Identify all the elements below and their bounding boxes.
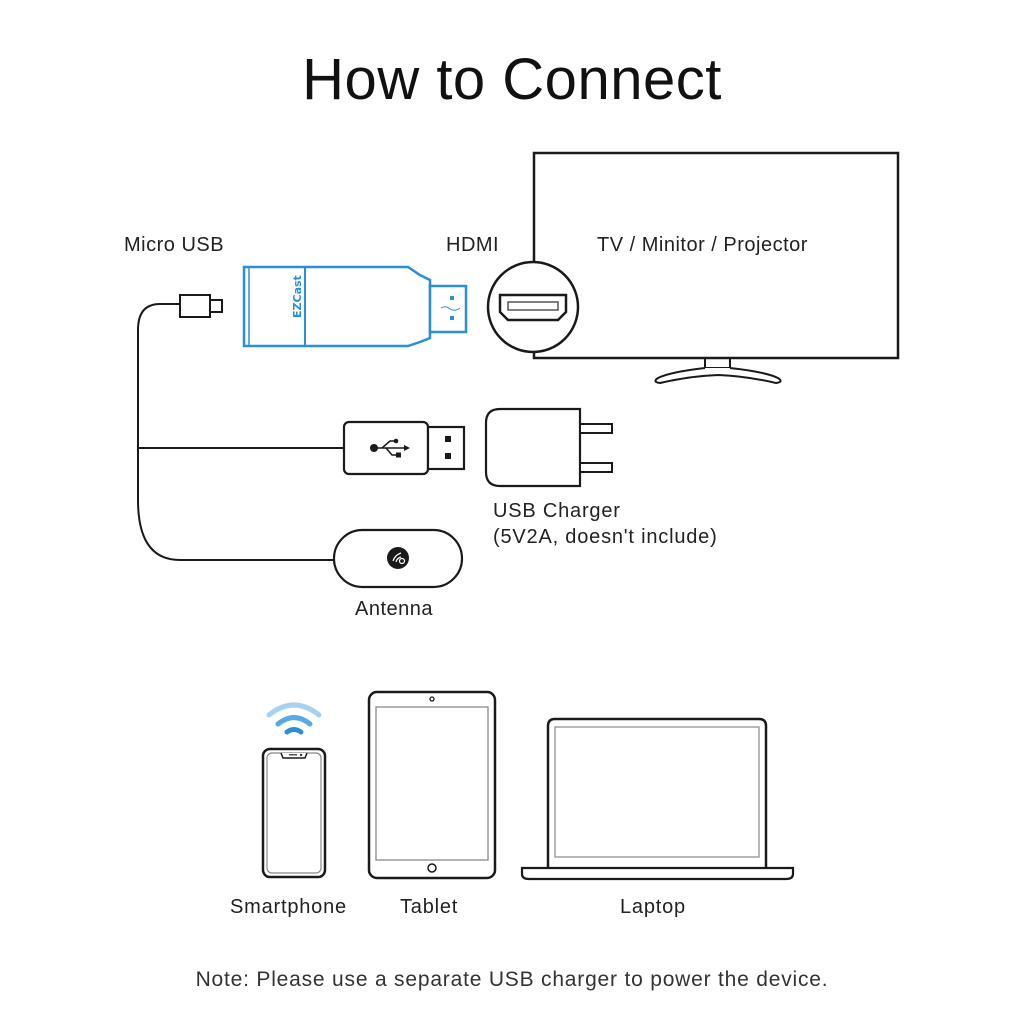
charger-label-line2: (5V2A, doesn't include)	[493, 526, 718, 548]
footer-note: Note: Please use a separate USB charger …	[195, 968, 829, 991]
smartphone-icon	[261, 747, 327, 879]
ezcast-dongle-icon: EZCast	[242, 265, 468, 348]
display-label: TV / Minitor / Projector	[597, 234, 808, 256]
micro-usb-label: Micro USB	[124, 234, 225, 256]
tablet-icon	[367, 690, 497, 880]
micro-usb-plug-icon	[179, 294, 211, 318]
page-title: How to Connect	[302, 47, 722, 112]
antenna-label: Antenna	[355, 598, 434, 620]
usb-symbol-icon	[370, 438, 410, 458]
tv-icon	[532, 151, 900, 385]
charger-label-line1: USB Charger	[493, 500, 621, 522]
laptop-label: Laptop	[620, 896, 686, 918]
wifi-icon	[266, 702, 322, 735]
usb-plug-icon	[342, 420, 466, 476]
usb-cable	[137, 294, 345, 561]
hdmi-port-icon	[486, 260, 580, 354]
tablet-label: Tablet	[400, 896, 459, 918]
usb-charger-icon	[484, 407, 613, 488]
antenna-icon	[332, 528, 464, 589]
hdmi-label: HDMI	[446, 234, 500, 256]
smartphone-label: Smartphone	[230, 896, 347, 918]
brand-label: EZCast	[291, 275, 304, 318]
charger-label: USB Charger (5V2A, doesn't include)	[493, 498, 718, 550]
laptop-icon	[520, 717, 795, 881]
